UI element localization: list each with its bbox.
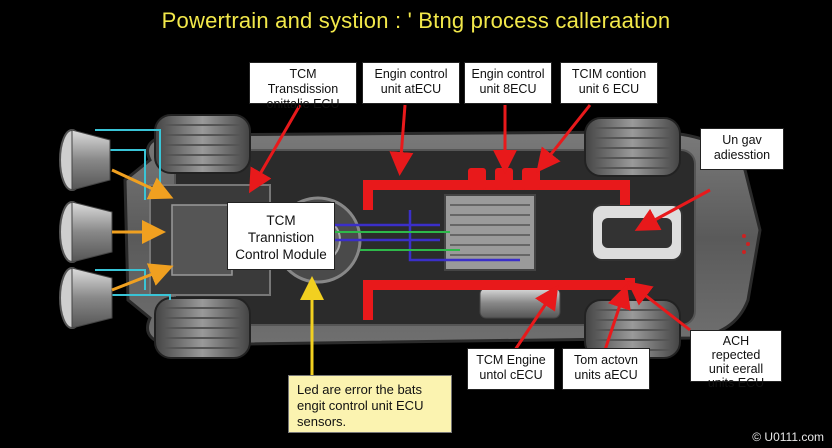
label-tcm-right: TCIM contion unit 6 ECU xyxy=(560,62,658,104)
label-tcm-top: TCM Transdission onittalie ECU xyxy=(249,62,357,111)
label-tcm-center: TCM Trannistion Control Module xyxy=(227,202,335,270)
label-engine-control-a: Engin control unit atECU xyxy=(362,62,460,104)
diagram-title: Powertrain and systion : ' Btng process … xyxy=(161,8,671,33)
label-tcm-engine-bottom: TCM Engine untol cECU xyxy=(467,348,555,390)
tire-front-left xyxy=(154,114,251,174)
component-bottom-left xyxy=(59,267,113,329)
tire-rear-left xyxy=(154,297,251,359)
tire-front-right xyxy=(584,117,681,177)
component-top-left xyxy=(59,129,111,191)
arrow-engine-a xyxy=(389,104,414,176)
arrow-left-bottom xyxy=(111,263,174,292)
arrow-tcm-top xyxy=(248,104,302,194)
label-gear-adjustment: Un gav adiesstion xyxy=(700,128,784,170)
component-middle-left xyxy=(59,201,113,263)
tire-rear-right xyxy=(584,299,681,359)
arrow-left-top xyxy=(111,168,174,200)
label-ach-right: ACH repected unit eerall units ECU xyxy=(690,330,782,390)
watermark: © U0111.com xyxy=(752,430,824,444)
arrow-gear-adjust xyxy=(634,188,711,231)
arrow-ach-right xyxy=(627,281,691,332)
arrow-tcm-right xyxy=(536,104,592,173)
arrow-tcm-engine-bottom xyxy=(513,285,559,351)
note-box: Led are error the bats engit control uni… xyxy=(288,375,452,433)
wiring-blue xyxy=(330,210,520,262)
label-engine-control-b: Engin control unit 8ECU xyxy=(464,62,552,104)
label-torn-bottom: Tom actovn units aECU xyxy=(562,348,650,390)
wiring-green xyxy=(330,231,460,251)
arrow-torn-bottom xyxy=(603,284,631,351)
connector-dots xyxy=(742,234,750,254)
engine-block xyxy=(444,194,536,271)
